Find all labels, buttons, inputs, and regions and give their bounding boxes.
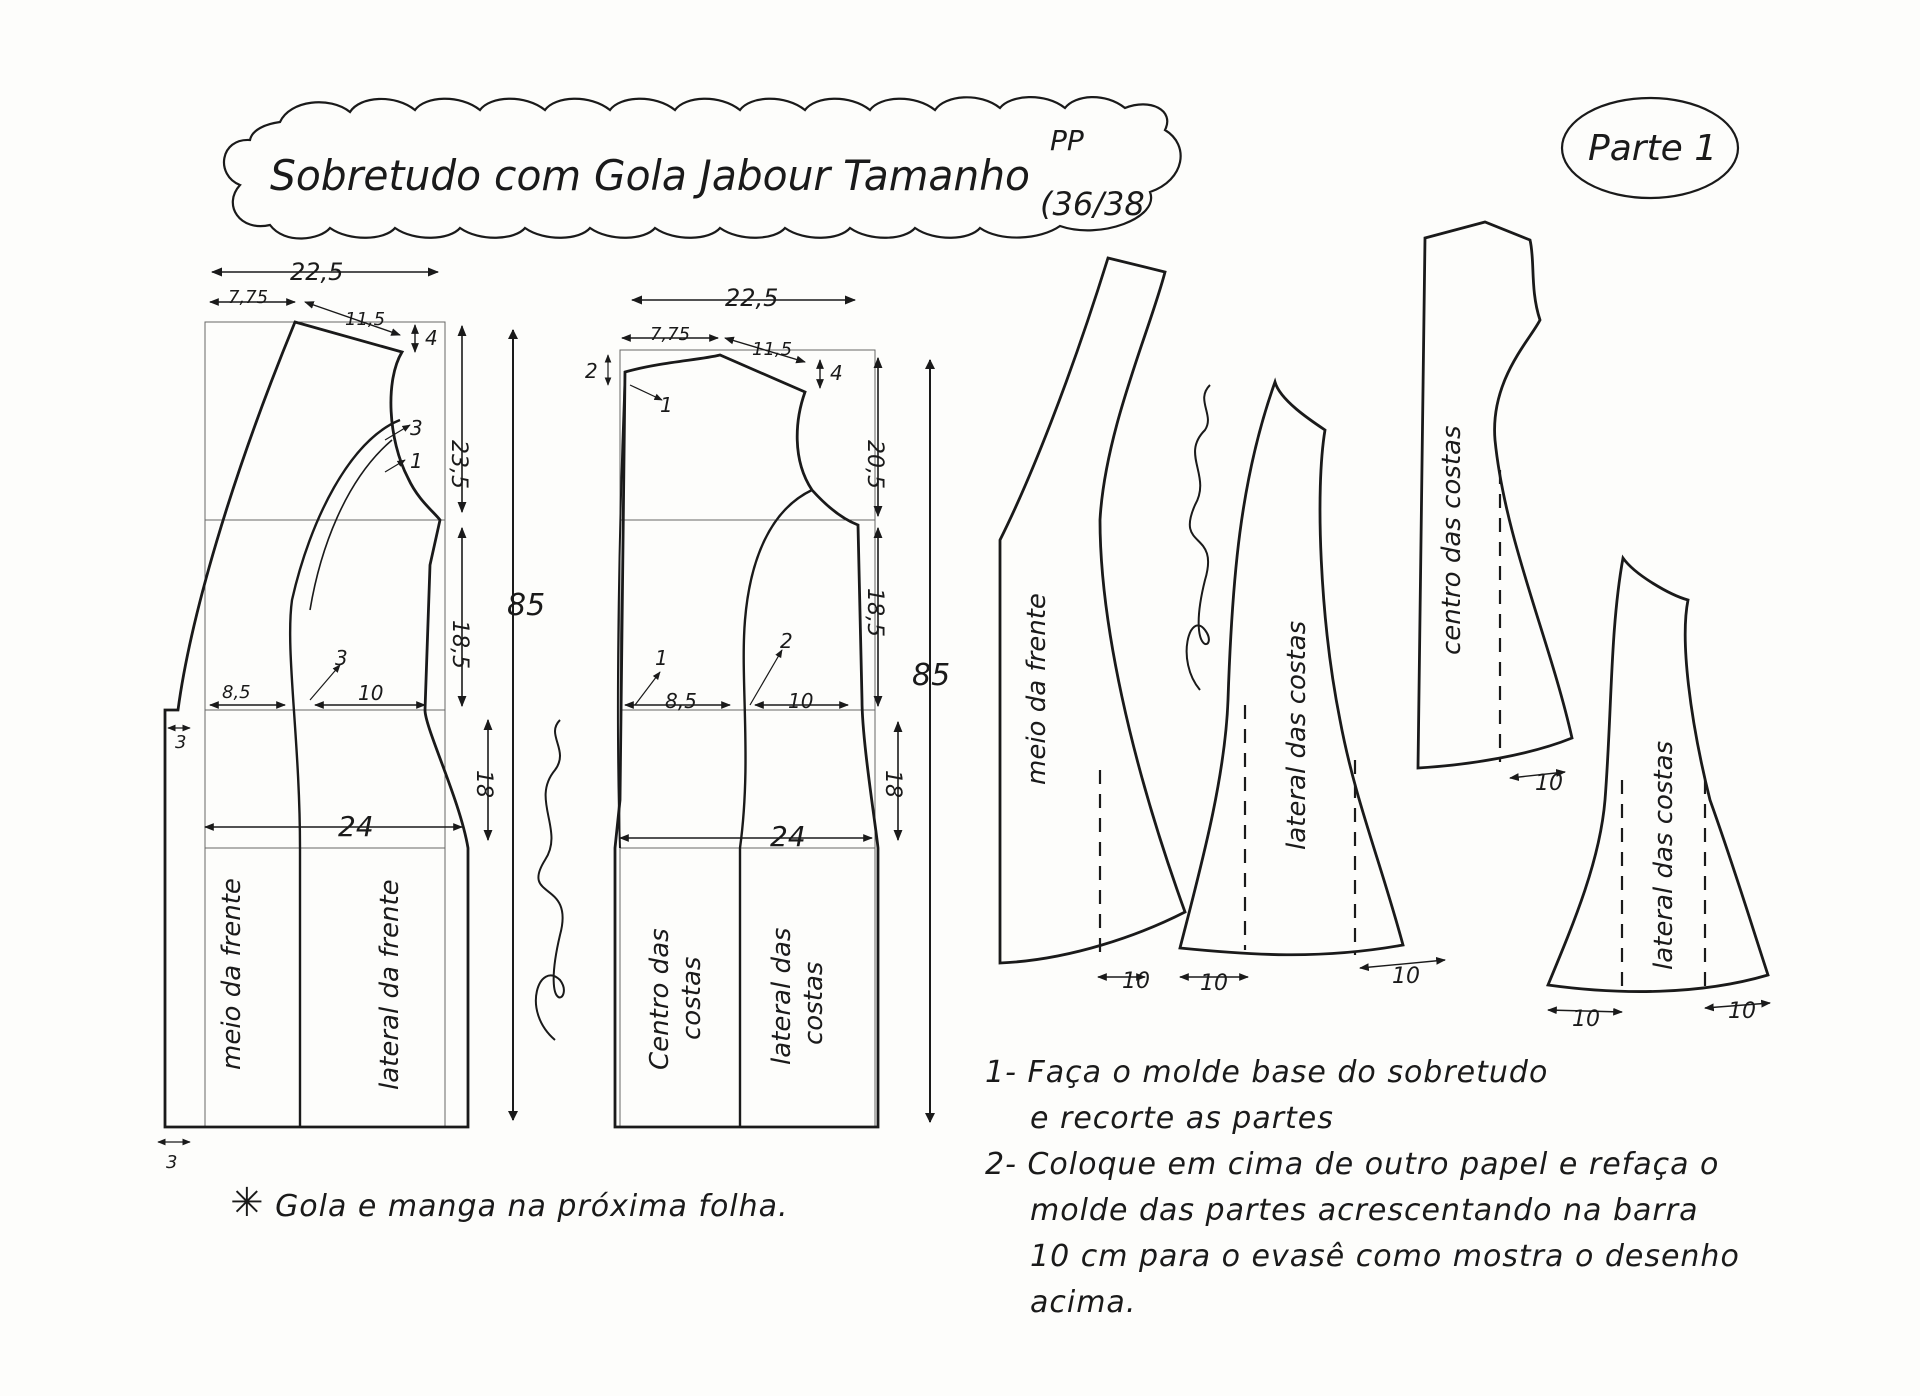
front-base-pattern [157, 267, 518, 1146]
front-waist-depth: 18,5 [447, 620, 472, 669]
front-armhole-depth: 23,5 [446, 440, 471, 489]
instruction-line-3: 2- Coloque em cima de outro papel e refa… [985, 1147, 1720, 1182]
front-panel-center: meio da frente [217, 878, 247, 1070]
front-base-labels: 22,5 7,75 11,5 4 23,5 3 1 18,5 85 8,5 10… [166, 258, 545, 1173]
front-waist-center: 8,5 [222, 682, 251, 703]
front-hem-ext-bottom: 3 [166, 1152, 177, 1173]
front-panel-side: lateral da frente [375, 879, 405, 1090]
instruction-line-5: 10 cm para o evasê como mostra o desenho [1030, 1239, 1740, 1274]
back-top-width: 22,5 [725, 284, 778, 312]
front-hip-width: 24 [338, 810, 374, 843]
back-shoulder-drop: 4 [830, 361, 843, 385]
back-waist-depth: 18,5 [862, 588, 887, 637]
front-total-length: 85 [507, 588, 545, 623]
title-text: Sobretudo com Gola Jabour Tamanho [270, 151, 1030, 200]
back-shoulder: 11,5 [752, 339, 792, 360]
front-waist-side: 10 [358, 681, 383, 705]
piece-side-back-2: lateral das costas [1649, 741, 1679, 970]
back-mark-1b: 1 [655, 646, 668, 670]
back-waist-center: 8,5 [665, 689, 697, 713]
part-label: Parte 1 [1560, 96, 1740, 200]
flare-2: 10 [1200, 971, 1228, 996]
front-hem-ext-top: 3 [175, 732, 186, 753]
title-size-numbers: (36/38 [1040, 185, 1145, 223]
back-base-labels: 22,5 7,75 11,5 2 4 1 20,5 18,5 85 1 2 8,… [585, 284, 950, 1070]
instruction-line-1: 1- Faça o molde base do sobretudo [985, 1055, 1549, 1090]
back-panel-side-2: costas [799, 962, 829, 1045]
instruction-line-4: molde das partes acrescentando na barra [1030, 1193, 1699, 1228]
back-panel-center-1: Centro das [645, 928, 675, 1070]
back-hip-depth: 18 [880, 770, 905, 798]
instructions: 1- Faça o molde base do sobretudo e reco… [985, 1050, 1865, 1326]
flare-4: 10 [1535, 771, 1563, 796]
front-mark-3: 3 [410, 416, 423, 440]
back-mark-2: 2 [780, 629, 793, 653]
front-shoulder-drop: 4 [425, 326, 438, 350]
flare-5: 10 [1572, 1007, 1600, 1032]
back-panel-side-1: lateral das [767, 928, 797, 1065]
front-mark-3b: 3 [335, 646, 348, 670]
front-mark-1: 1 [410, 449, 423, 473]
part-label-text: Parte 1 [1588, 128, 1717, 169]
front-shoulder: 11,5 [345, 309, 385, 330]
back-waist-side: 10 [788, 689, 813, 713]
back-neck-rise: 2 [585, 359, 598, 383]
flare-3: 10 [1392, 964, 1420, 989]
flare-6: 10 [1728, 999, 1756, 1024]
back-armhole-depth: 20,5 [862, 440, 887, 489]
piece-front-center: meio da frente [1022, 593, 1052, 785]
back-hip-width: 24 [770, 820, 806, 853]
evase-pieces [998, 220, 1771, 1016]
back-panel-center-2: costas [677, 957, 707, 1040]
piece-side-back: lateral das costas [1282, 621, 1312, 850]
footnote: ✳ Gola e manga na próxima folha. [230, 1180, 789, 1230]
instruction-line-2: e recorte as partes [1030, 1101, 1334, 1136]
front-neck-width: 7,75 [228, 287, 268, 308]
front-top-width: 22,5 [290, 258, 343, 286]
designer-signature [534, 384, 1211, 1041]
back-mark-1: 1 [660, 393, 673, 417]
back-total-length: 85 [912, 658, 950, 693]
evase-labels: meio da frente lateral das costas centro… [1022, 426, 1756, 1033]
instruction-line-6: acima. [1030, 1285, 1137, 1320]
front-hip-depth: 18 [471, 770, 496, 798]
title-cloud: Sobretudo com Gola Jabour Tamanho PP (36… [222, 96, 1182, 240]
flare-1: 10 [1122, 969, 1150, 994]
piece-center-back: centro das costas [1437, 426, 1467, 656]
title-size: PP [1050, 124, 1084, 157]
back-base-pattern [604, 295, 935, 1129]
footnote-text: Gola e manga na próxima folha. [275, 1189, 789, 1224]
back-neck-width: 7,75 [650, 324, 690, 345]
asterisk-icon: ✳ [230, 1180, 265, 1226]
